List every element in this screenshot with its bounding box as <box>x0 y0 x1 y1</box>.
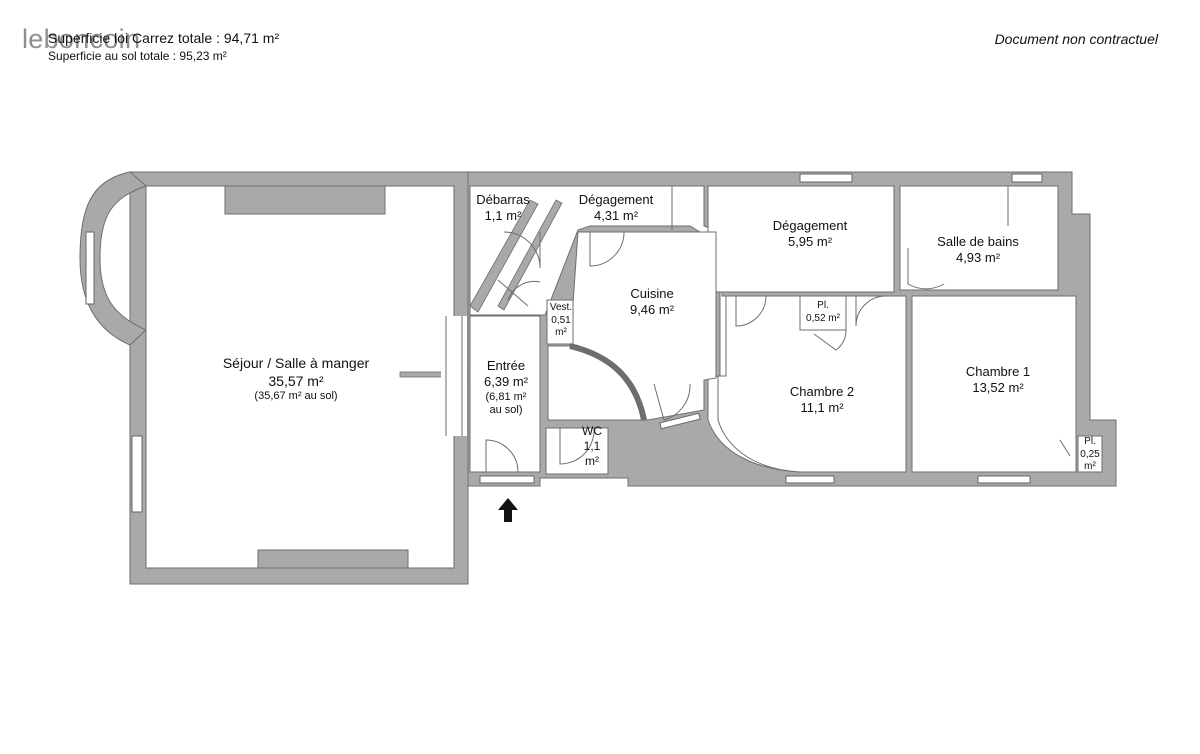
room-placard-1: Pl. 0,52 m² <box>806 300 840 325</box>
room-area: 9,46 m² <box>629 302 675 318</box>
room-name: Salle de bains <box>937 234 1019 249</box>
room-name: Dégagement <box>578 192 654 207</box>
room-area: 0,51 <box>551 314 571 326</box>
surface-carrez: Superficie loi Carrez totale : 94,71 m² <box>48 30 280 46</box>
room-debarras: Débarras 1,1 m² <box>476 192 529 225</box>
room-name: Pl. <box>1084 436 1096 447</box>
room-area: 1,1 <box>583 439 601 453</box>
room-name: Séjour / Salle à manger <box>222 355 370 371</box>
room-area: 5,95 m² <box>787 234 833 250</box>
room-degagement-2: Dégagement 5,95 m² <box>773 218 847 251</box>
room-placard-2: Pl. 0,25 m² <box>1080 436 1099 474</box>
room-area: 4,31 m² <box>593 208 639 224</box>
room-area: 11,1 m² <box>800 400 844 416</box>
room-name: Chambre 2 <box>789 384 855 399</box>
room-name: Chambre 1 <box>965 364 1031 379</box>
room-note-1: (6,81 m² <box>485 390 527 403</box>
room-area: 1,1 m² <box>484 208 522 224</box>
logo: leboncoin <box>22 24 141 54</box>
room-name: Pl. <box>817 300 829 311</box>
room-entree: Entrée 6,39 m² (6,81 m² au sol) <box>484 358 528 418</box>
room-note-2: au sol) <box>489 404 523 417</box>
room-vestiaire: Vest. 0,51 m² <box>550 302 572 340</box>
room-note: (35,67 m² au sol) <box>254 390 338 402</box>
room-area: 13,52 m² <box>972 380 1024 396</box>
door-swings <box>445 186 1071 473</box>
room-name: Débarras <box>476 192 530 207</box>
room-name: WC <box>582 424 602 438</box>
room-name: Cuisine <box>630 286 674 301</box>
room-area: 0,25 <box>1080 448 1100 460</box>
room-area: 6,39 m² <box>483 374 529 390</box>
room-cuisine: Cuisine 9,46 m² <box>630 286 674 319</box>
room-name: Entrée <box>486 358 526 373</box>
room-area: 0,52 m² <box>806 312 840 324</box>
room-chambre-2: Chambre 2 11,1 m² <box>790 384 854 417</box>
disclaimer: Document non contractuel <box>994 31 1158 47</box>
room-salle-de-bains: Salle de bains 4,93 m² <box>937 234 1019 267</box>
surface-sol: Superficie au sol totale : 95,23 m² <box>48 49 227 63</box>
room-unit: m² <box>555 327 567 338</box>
sejour-walls <box>79 171 469 585</box>
room-name: Dégagement <box>772 218 848 233</box>
room-area: 35,57 m² <box>268 372 324 389</box>
entrance-arrow-icon <box>498 498 518 522</box>
right-block-walls <box>441 171 1117 487</box>
room-area: 4,93 m² <box>955 250 1001 266</box>
room-name: Vest. <box>549 302 573 313</box>
room-wc: WC 1,1 m² <box>582 424 602 469</box>
room-unit: m² <box>585 454 599 468</box>
room-unit: m² <box>1084 461 1096 472</box>
room-chambre-1: Chambre 1 13,52 m² <box>966 364 1030 397</box>
room-degagement-1: Dégagement 4,31 m² <box>579 192 653 225</box>
room-sejour: Séjour / Salle à manger 35,57 m² (35,67 … <box>223 355 369 404</box>
